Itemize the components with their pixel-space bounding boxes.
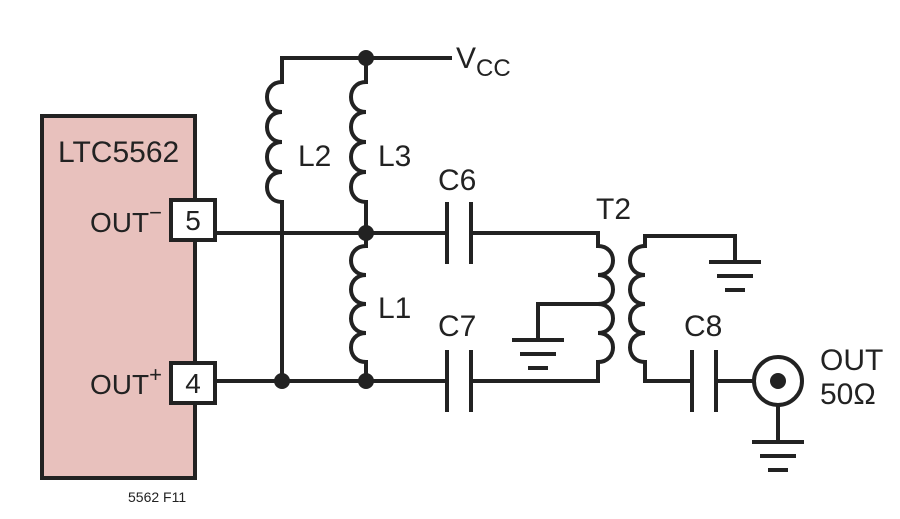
pin-4-label: OUT+ (90, 362, 162, 400)
c6-label: C6 (438, 164, 476, 197)
pin-5-box (169, 198, 217, 242)
pin-4-polarity: + (149, 362, 162, 387)
pin-4-box (169, 361, 217, 405)
vcc-label: VCC (456, 42, 511, 82)
l3-coil (349, 80, 367, 204)
ic-name: LTC5562 (58, 136, 179, 169)
ic-body (40, 114, 197, 480)
vcc-sub: CC (476, 55, 511, 82)
c8-label: C8 (684, 310, 722, 343)
output-impedance: 50Ω (820, 378, 876, 411)
t2-secondary-coil (628, 244, 646, 364)
t2-center-tap (536, 302, 602, 340)
output-label: OUT (820, 344, 883, 377)
t2-secondary-top-lead (643, 234, 737, 262)
l1-coil (349, 244, 367, 364)
figure-id: 5562 F11 (128, 489, 186, 505)
coax-connector-center (770, 373, 786, 389)
pin-5-label: OUT− (90, 200, 162, 238)
l2-coil (265, 80, 283, 204)
l3-label: L3 (378, 140, 411, 173)
vcc-main: V (456, 42, 476, 75)
pin-5-name: OUT (90, 207, 149, 238)
l1-label: L1 (378, 292, 411, 325)
pin-5-number: 5 (185, 205, 201, 236)
junction-l2-bottom (274, 373, 290, 389)
t2-secondary-bottom-lead (643, 360, 692, 383)
pin-4-name: OUT (90, 369, 149, 400)
c7-label: C7 (438, 310, 476, 343)
pin-5-polarity: − (149, 200, 162, 225)
pin-4-number: 4 (185, 368, 201, 399)
l2-label: L2 (298, 140, 331, 173)
t2-label: T2 (596, 193, 631, 226)
